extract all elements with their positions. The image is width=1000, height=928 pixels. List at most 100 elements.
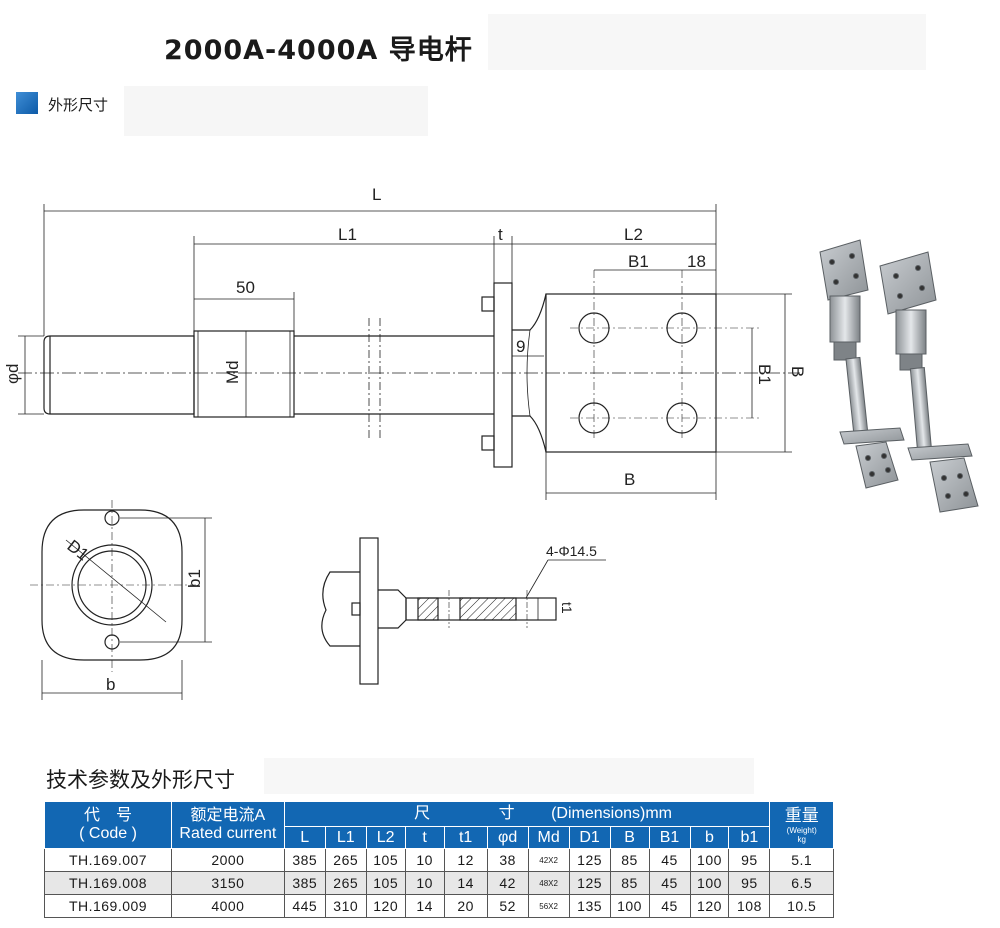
title-background — [488, 14, 926, 70]
section-marker-icon — [16, 92, 38, 114]
cell-weight: 10.5 — [769, 894, 834, 918]
cell-current: 2000 — [171, 848, 285, 872]
cell-L: 385 — [283, 871, 326, 895]
header-code-en: ( Code ) — [79, 825, 137, 842]
col-L1: L1 — [324, 826, 367, 849]
cell-D1: 125 — [568, 848, 611, 872]
cell-B1: 45 — [648, 848, 691, 872]
cell-L1: 310 — [324, 894, 367, 918]
col-Md: Md — [527, 826, 570, 849]
cell-B: 85 — [609, 848, 650, 872]
main-view — [18, 270, 800, 468]
header-code-cn: 代 号 — [84, 807, 133, 824]
header-weight: 重量 (Weight) kg — [769, 801, 834, 849]
cell-code: TH.169.007 — [43, 848, 173, 872]
dim-phi-d-label: φd — [3, 364, 22, 384]
dim-L-label: L — [372, 185, 381, 204]
cell-Md: 42X2 — [527, 848, 570, 872]
dimension-lines — [18, 204, 792, 500]
col-B1: B1 — [648, 826, 691, 849]
dim-9-label: 9 — [516, 337, 525, 356]
table-header-row-1: 代 号 ( Code ) 额定电流A Rated current 尺 寸 (Di… — [43, 801, 834, 849]
cell-b1: 95 — [728, 871, 771, 895]
header-dim-cun: 寸 — [498, 805, 515, 822]
dim-b1-label: b1 — [185, 569, 204, 588]
dim-B1-side-label: B1 — [755, 364, 774, 385]
cell-L2: 105 — [365, 871, 406, 895]
table-row: TH.169.008 3150 385 265 105 10 14 42 48X… — [43, 871, 834, 895]
cell-b: 100 — [689, 848, 730, 872]
flange-end-view — [30, 500, 212, 700]
dim-b-label: b — [106, 675, 115, 694]
product-photo — [819, 239, 979, 513]
dim-Md-label: Md — [223, 360, 242, 384]
col-b1: b1 — [728, 826, 771, 849]
col-B: B — [609, 826, 650, 849]
section-background — [124, 86, 428, 136]
header-dim-en: (Dimensions)mm — [551, 805, 672, 822]
dim-B1-top-label: B1 — [628, 252, 649, 271]
header-current-en: Rated current — [179, 825, 277, 842]
cell-code: TH.169.008 — [43, 871, 173, 895]
dim-B-side-label: B — [788, 366, 807, 377]
cell-Md: 56X2 — [527, 894, 570, 918]
cell-phi-d: 52 — [486, 894, 529, 918]
header-dim-chi: 尺 — [414, 805, 431, 822]
cell-current: 3150 — [171, 871, 285, 895]
dim-L1-label: L1 — [338, 225, 357, 244]
cell-t1: 12 — [443, 848, 488, 872]
cell-current: 4000 — [171, 894, 285, 918]
table-header-row-2: L L1 L2 t t1 φd Md D1 B B1 b b1 — [45, 826, 834, 849]
cell-Md: 48X2 — [527, 871, 570, 895]
cell-B: 100 — [609, 894, 650, 918]
col-L: L — [283, 826, 326, 849]
cell-L: 445 — [283, 894, 326, 918]
dim-50-label: 50 — [236, 278, 255, 297]
cell-t: 10 — [404, 848, 445, 872]
cell-b1: 95 — [728, 848, 771, 872]
header-weight-cn: 重量 — [784, 806, 819, 825]
cell-D1: 125 — [568, 871, 611, 895]
cell-L1: 265 — [324, 871, 367, 895]
cell-weight: 6.5 — [769, 871, 834, 895]
dim-holes-label: 4-Φ14.5 — [546, 543, 597, 559]
cell-B1: 45 — [648, 871, 691, 895]
cell-phi-d: 38 — [486, 848, 529, 872]
cell-D1: 135 — [568, 894, 611, 918]
col-b: b — [689, 826, 730, 849]
cell-t1: 20 — [443, 894, 488, 918]
cell-weight: 5.1 — [769, 848, 834, 872]
dim-B-bottom-label: B — [624, 470, 635, 489]
cell-B1: 45 — [648, 894, 691, 918]
technical-drawing: L L1 t L2 B1 18 50 φd Md 9 B1 B B D1 b1 … — [3, 185, 979, 700]
spec-table: 代 号 ( Code ) 额定电流A Rated current 尺 寸 (Di… — [43, 801, 834, 918]
dim-18-label: 18 — [687, 252, 706, 271]
params-title: 技术参数及外形尺寸 — [46, 768, 235, 792]
page-title: 2000A-4000A 导电杆 — [164, 35, 473, 66]
header-code: 代 号 ( Code ) — [43, 801, 173, 849]
header-weight-unit: kg — [797, 835, 806, 844]
cell-b1: 108 — [728, 894, 771, 918]
dim-t-label: t — [498, 225, 503, 244]
cell-L1: 265 — [324, 848, 367, 872]
dim-L2-label: L2 — [624, 225, 643, 244]
header-current-cn: 额定电流A — [190, 807, 266, 824]
header-current: 额定电流A Rated current — [171, 801, 285, 849]
section-label: 外形尺寸 — [48, 96, 109, 114]
cell-t: 10 — [404, 871, 445, 895]
col-t1: t1 — [443, 826, 488, 849]
col-phi-d: φd — [486, 826, 529, 849]
col-D1: D1 — [568, 826, 611, 849]
cell-L2: 105 — [365, 848, 406, 872]
table-row: TH.169.007 2000 385 265 105 10 12 38 42X… — [43, 848, 834, 872]
header-dimensions: 尺 寸 (Dimensions)mm — [283, 801, 771, 827]
table-row: TH.169.009 4000 445 310 120 14 20 52 56X… — [43, 894, 834, 918]
cell-code: TH.169.009 — [43, 894, 173, 918]
cell-b: 100 — [689, 871, 730, 895]
cell-phi-d: 42 — [486, 871, 529, 895]
cell-L: 385 — [283, 848, 326, 872]
params-title-background — [264, 758, 754, 794]
dim-t1-label: t1 — [559, 602, 575, 614]
cell-b: 120 — [689, 894, 730, 918]
col-t: t — [404, 826, 445, 849]
